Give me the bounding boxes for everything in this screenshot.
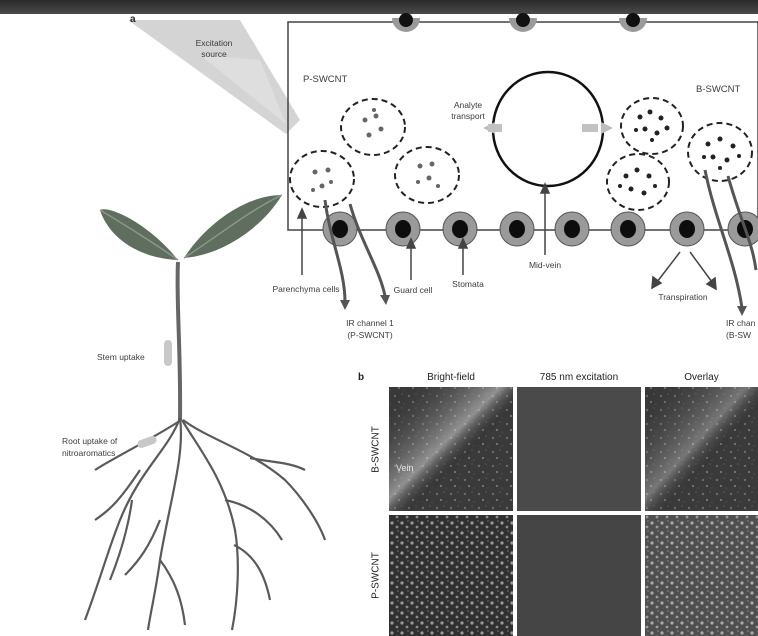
analyte-transport-label-line1: Analyte xyxy=(454,100,483,110)
stem-uptake-marker xyxy=(164,340,172,366)
stomata-label: Stomata xyxy=(452,279,484,289)
stem-uptake-label: Stem uptake xyxy=(97,352,145,362)
stoma-bottom xyxy=(555,212,589,246)
b-swcnt-cell xyxy=(607,154,669,210)
row-label-b-swcnt: B-SWCNT xyxy=(371,420,382,480)
stoma-bottom xyxy=(670,212,704,246)
stoma-bottom xyxy=(386,212,420,246)
row-label-p-swcnt: P-SWCNT xyxy=(371,546,382,606)
root-uptake-label-line2: nitroaromatics xyxy=(62,448,115,458)
b-swcnt-cell xyxy=(621,98,683,154)
excitation-source-label-line1: Excitation xyxy=(196,38,233,48)
b-swcnt-label: B-SWCNT xyxy=(696,84,741,95)
root-uptake-marker xyxy=(136,435,158,449)
ir-channel-1-label-line1: IR channel 1 xyxy=(346,318,394,328)
ir-channel-2-label-line2: (B-SW xyxy=(726,330,751,340)
stoma-top-1 xyxy=(392,13,420,32)
guard-cell-label: Guard cell xyxy=(394,285,433,295)
micrograph-grid: Vein xyxy=(389,387,758,636)
micrograph-p-swcnt-bright-field xyxy=(389,515,513,636)
column-header-overlay: Overlay xyxy=(645,372,758,383)
bottom-stomata-row xyxy=(323,212,758,246)
parenchyma-cell xyxy=(395,147,459,203)
analyte-transport-blob-left xyxy=(488,124,502,132)
panel-b-letter: b xyxy=(358,372,364,383)
excitation-source-label-line2: source xyxy=(201,49,227,59)
mid-vein-label: Mid-vein xyxy=(529,260,561,270)
root-uptake-label-line1: Root uptake of xyxy=(62,436,118,446)
stoma-bottom xyxy=(611,212,645,246)
stoma-top-2 xyxy=(509,13,537,32)
stoma-bottom xyxy=(728,212,758,246)
micrograph-b-swcnt-785 xyxy=(517,387,641,511)
analyte-transport-blob-right xyxy=(582,124,598,132)
ir-channel-2-label-line1: IR chan xyxy=(726,318,756,328)
leaf-cross-section-outline xyxy=(288,22,758,230)
transpiration-label: Transpiration xyxy=(658,292,708,302)
parenchyma-cells-label: Parenchyma cells xyxy=(272,284,339,294)
stoma-bottom xyxy=(500,212,534,246)
b-swcnt-cell-group xyxy=(607,98,752,210)
plant-illustration xyxy=(85,195,325,630)
parenchyma-cell xyxy=(341,99,405,155)
stoma-top-3 xyxy=(619,13,647,32)
analyte-transport-label-line2: transport xyxy=(451,111,485,121)
stoma-bottom xyxy=(443,212,477,246)
column-header-bright-field: Bright-field xyxy=(389,372,513,383)
roots xyxy=(85,418,325,630)
vein-label: Vein xyxy=(396,463,414,473)
b-swcnt-cell xyxy=(688,123,752,181)
micrograph-p-swcnt-785 xyxy=(517,515,641,636)
ir-channel-1-label-line2: (P-SWCNT) xyxy=(347,330,392,340)
p-swcnt-label: P-SWCNT xyxy=(303,74,348,85)
analyte-transport-arrow-right xyxy=(601,122,613,134)
stem xyxy=(178,262,181,420)
parenchyma-cell-group xyxy=(290,99,459,207)
column-header-785nm: 785 nm excitation xyxy=(517,372,641,383)
micrograph-p-swcnt-overlay xyxy=(645,515,758,636)
parenchyma-cell xyxy=(290,151,354,207)
panel-a-letter: a xyxy=(130,14,136,25)
